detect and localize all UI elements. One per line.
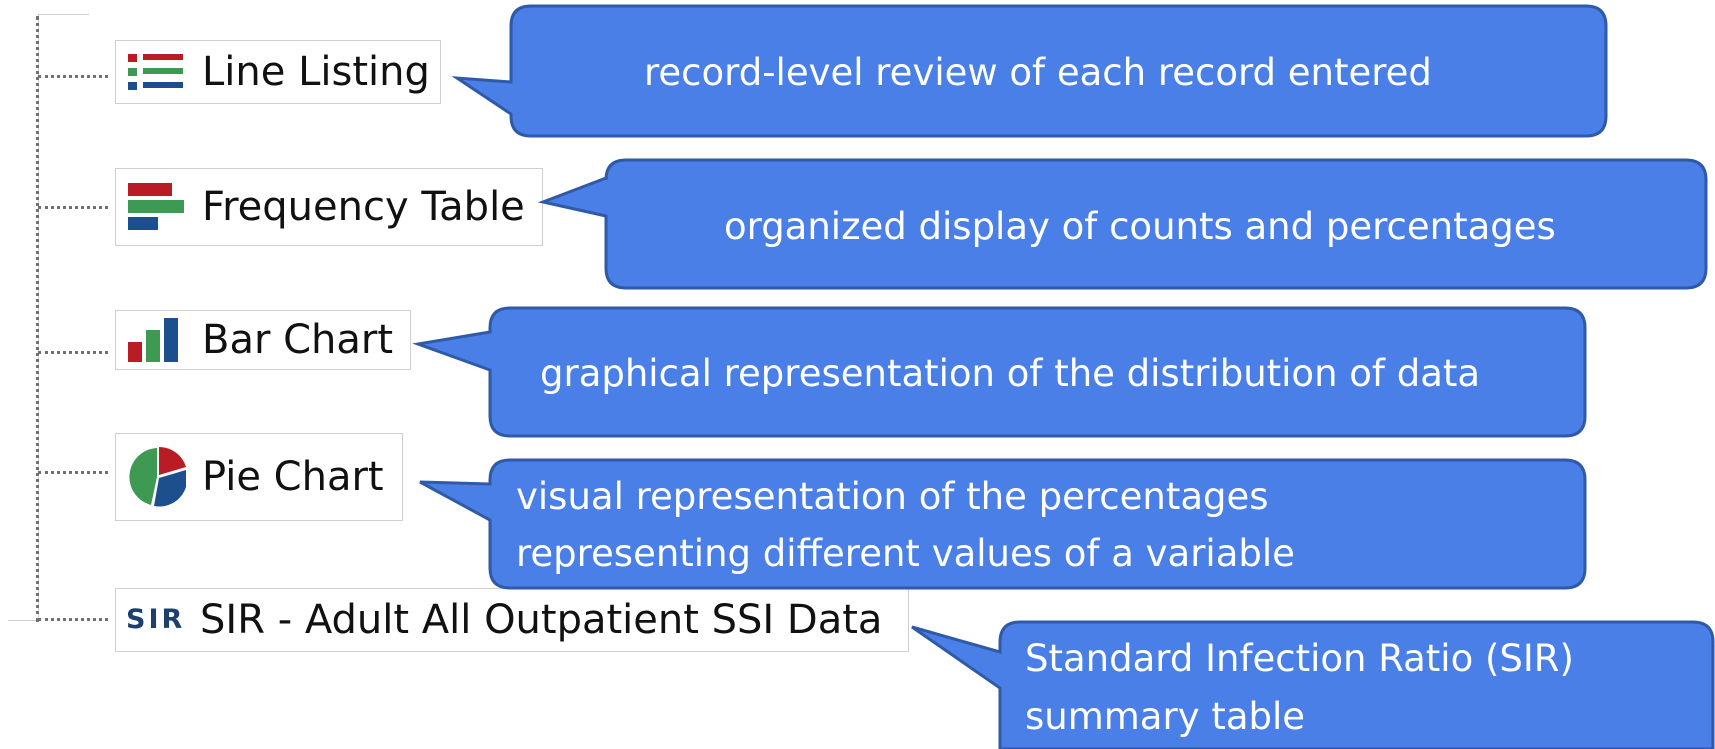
callout-text-pie-chart-line1: visual representation of the percentages — [516, 475, 1269, 518]
callout-bubble-sir — [911, 620, 1715, 749]
callout-bubble-pie-chart — [419, 458, 1587, 590]
menu-item-sir-adult-all-outpatient-ssi-data[interactable]: SIR SIR - Adult All Outpatient SSI Data — [115, 588, 909, 652]
callout-bubble-bar-chart — [412, 306, 1587, 438]
callout-text-sir-line1: Standard Infection Ratio (SIR) — [1025, 637, 1574, 680]
menu-item-label: SIR - Adult All Outpatient SSI Data — [200, 597, 883, 643]
callout-text-bar-chart: graphical representation of the distribu… — [540, 352, 1481, 395]
tree-branch-line — [38, 75, 108, 78]
callout-bubble-line-listing — [451, 4, 1608, 138]
tree-branch-line — [8, 620, 36, 621]
menu-item-pie-chart[interactable]: Pie Chart — [115, 433, 403, 521]
menu-item-frequency-table[interactable]: Frequency Table — [115, 168, 543, 246]
menu-item-bar-chart[interactable]: Bar Chart — [115, 310, 411, 370]
menu-item-label: Pie Chart — [202, 454, 384, 500]
menu-item-line-listing[interactable]: Line Listing — [115, 40, 441, 104]
bar-chart-icon — [126, 316, 186, 364]
menu-item-label: Frequency Table — [202, 184, 525, 230]
tree-branch-line — [38, 618, 108, 621]
sir-icon: SIR — [126, 596, 192, 644]
callout-bubble-frequency-table — [537, 158, 1708, 290]
tree-trunk-line — [36, 16, 39, 622]
menu-item-label: Bar Chart — [202, 317, 394, 363]
pie-chart-icon — [126, 447, 186, 507]
callout-text-line-listing: record-level review of each record enter… — [644, 51, 1432, 94]
menu-item-label: Line Listing — [202, 49, 430, 95]
callout-text-frequency-table: organized display of counts and percenta… — [724, 205, 1556, 248]
sir-icon-text: SIR — [126, 604, 186, 635]
tree-branch-line — [38, 351, 108, 354]
tree-branch-line — [38, 471, 108, 474]
tree-branch-line — [38, 206, 108, 209]
line-listing-icon — [126, 48, 186, 96]
callout-text-sir-line2: summary table — [1025, 695, 1306, 738]
frequency-table-icon — [126, 183, 186, 231]
callout-text-pie-chart-line2: representing different values of a varia… — [516, 532, 1295, 575]
